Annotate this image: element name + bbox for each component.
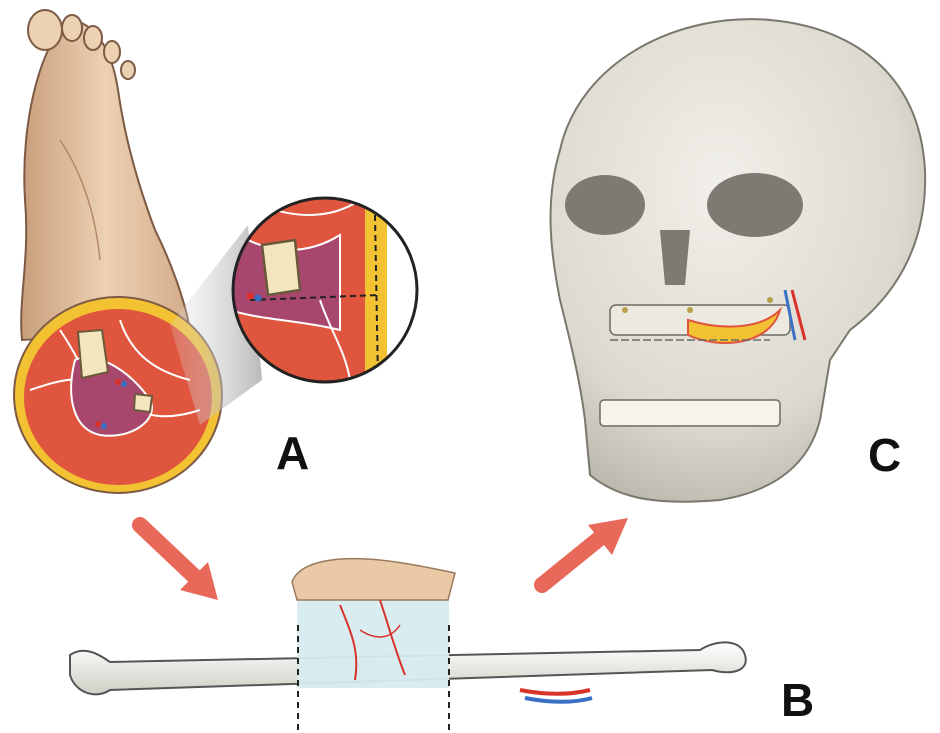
panel-label-a: A: [276, 430, 309, 476]
panel-label-c: C: [868, 432, 901, 478]
foot-illustration: [21, 10, 190, 340]
fibula-graft: [70, 559, 746, 733]
magnified-detail: [230, 190, 447, 390]
arrow-right-up: [542, 518, 628, 585]
panel-label-b: B: [781, 677, 814, 723]
arrow-right-down: [140, 525, 218, 600]
